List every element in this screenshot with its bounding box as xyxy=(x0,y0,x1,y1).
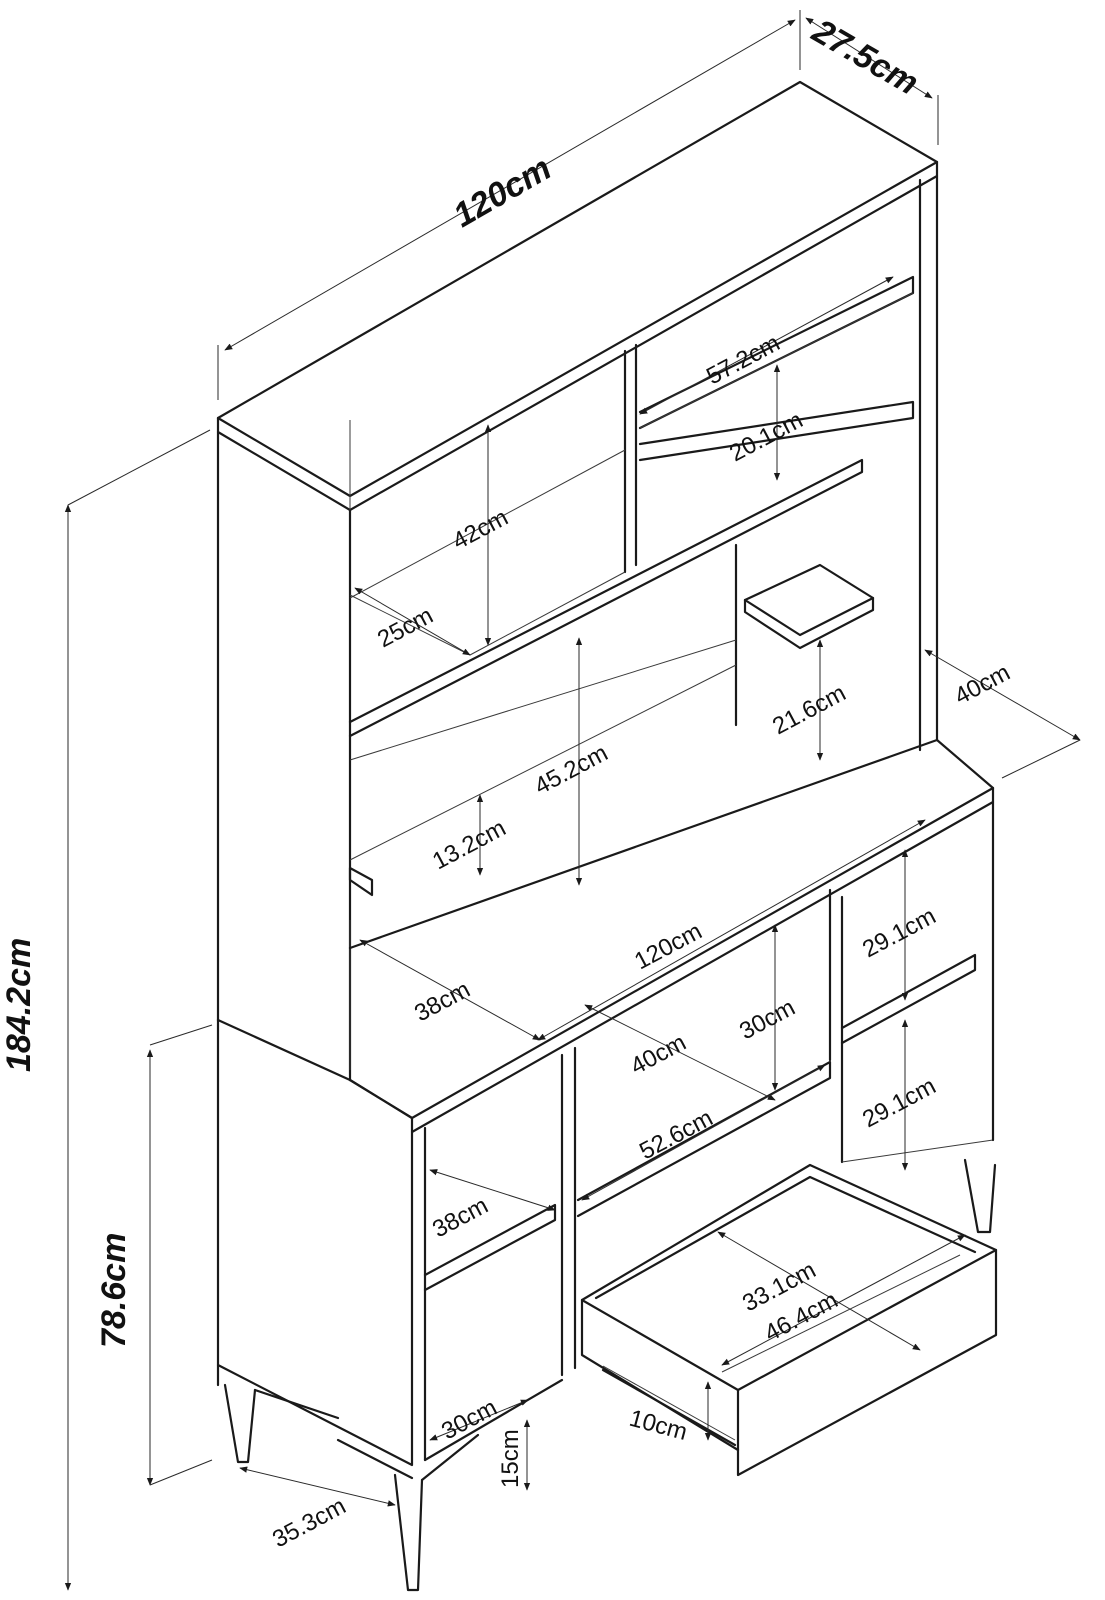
label-depth-top: 27.5cm xyxy=(805,12,925,103)
label-left-shelf-depth: 38cm xyxy=(428,1192,492,1243)
label-lower-shelf-gap: 13.2cm xyxy=(428,815,510,876)
legs xyxy=(223,1158,997,1592)
label-left-compartment-depth: 25cm xyxy=(373,602,437,653)
label-drawer-height: 10cm xyxy=(626,1405,690,1446)
label-small-shelf-height: 21.6cm xyxy=(768,680,850,741)
label-left-bottom-depth: 30cm xyxy=(437,1394,501,1445)
label-right-upper-height: 29.1cm xyxy=(858,903,940,964)
drawer-outline xyxy=(580,1163,998,1477)
dimension-lines xyxy=(64,10,1081,1591)
label-total-height: 184.2cm xyxy=(0,938,38,1072)
label-desk-depth: 38cm xyxy=(410,976,474,1027)
label-right-shelf-width: 57.2cm xyxy=(702,330,784,391)
label-overall-width: 120cm xyxy=(447,149,558,235)
label-center-opening-height-desk: 30cm xyxy=(735,994,799,1045)
label-lower-height: 78.6cm xyxy=(95,1233,133,1348)
label-right-lower-height: 29.1cm xyxy=(858,1073,940,1134)
label-desk-depth-right: 40cm xyxy=(950,659,1014,710)
label-leg-spread: 35.3cm xyxy=(268,1493,350,1554)
label-left-compartment-height: 42cm xyxy=(448,504,512,555)
label-center-shelf-width: 52.6cm xyxy=(635,1105,717,1166)
label-leg-height: 15cm xyxy=(497,1429,524,1488)
label-center-opening-depth: 40cm xyxy=(626,1029,690,1080)
label-desk-width: 120cm xyxy=(630,918,706,976)
